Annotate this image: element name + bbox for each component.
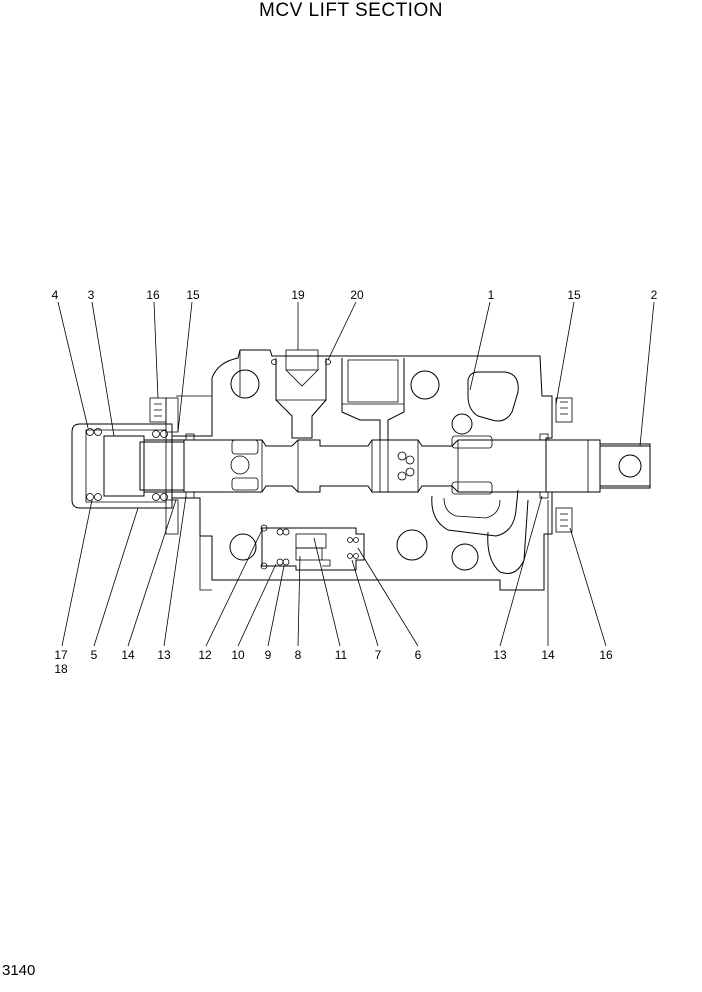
callout-label: 20 — [350, 288, 364, 302]
callout-label: 16 — [146, 288, 160, 302]
callout-label: 14 — [121, 648, 135, 662]
check-valve — [260, 524, 365, 571]
body-cavities — [229, 369, 529, 574]
callout-label: 3 — [88, 288, 95, 302]
callout-label: 8 — [295, 648, 302, 662]
callout-label: 4 — [52, 288, 59, 302]
top-ports — [271, 349, 405, 441]
callout-label: 5 — [91, 648, 98, 662]
callout-label: 14 — [541, 648, 555, 662]
callout-label: 18 — [54, 662, 68, 676]
callout-label: 13 — [157, 648, 171, 662]
end-cap — [71, 397, 573, 533]
callout-label: 16 — [599, 648, 613, 662]
callout-label: 2 — [651, 288, 658, 302]
callout-label: 1 — [488, 288, 495, 302]
callout-label: 6 — [415, 648, 422, 662]
callout-label: 10 — [231, 648, 245, 662]
valve-body — [165, 349, 553, 591]
callout-label: 15 — [567, 288, 581, 302]
callout-label: 19 — [291, 288, 305, 302]
spool — [139, 439, 651, 493]
callout-labels: 4 3 16 15 19 20 1 15 2 17 18 5 14 13 12 … — [52, 288, 658, 676]
page-number: 3140 — [2, 962, 36, 979]
callout-label: 9 — [265, 648, 272, 662]
callout-label: 11 — [335, 648, 348, 662]
callout-label: 13 — [493, 648, 507, 662]
callout-label: 7 — [375, 648, 382, 662]
diagram-title: MCV LIFT SECTION — [259, 0, 443, 21]
callout-label: 12 — [198, 648, 212, 662]
leader-lines — [57, 301, 655, 647]
callout-label: 15 — [186, 288, 200, 302]
callout-label: 17 — [54, 648, 68, 662]
